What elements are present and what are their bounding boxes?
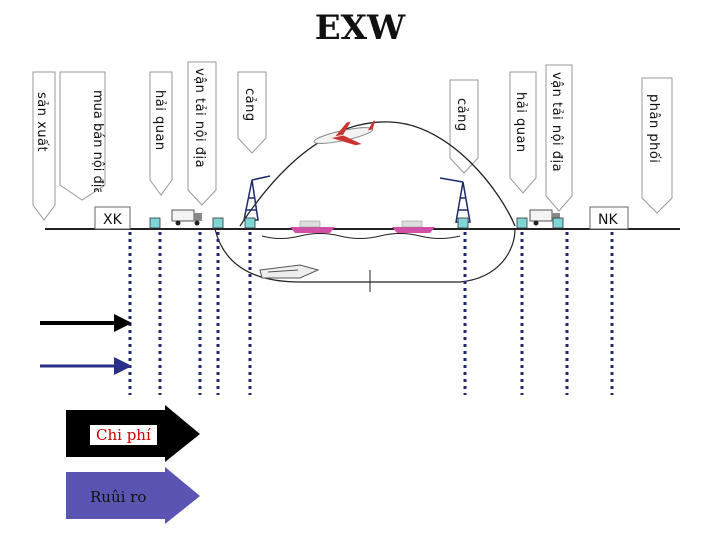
flag-label: mua bán nội địa bbox=[90, 90, 105, 192]
stage-dividers bbox=[128, 232, 614, 395]
flag-van-tai-noi-dia-right: vận tải nội địa bbox=[545, 64, 573, 212]
page-title: EXW bbox=[314, 8, 406, 48]
flag-san-xuat: sản xuất bbox=[32, 71, 56, 221]
air-route bbox=[239, 121, 516, 227]
flag-hai-quan-left: hải quan bbox=[149, 71, 173, 196]
flag-label: cảng bbox=[242, 88, 257, 122]
cost-legend-label: Chi phí bbox=[90, 425, 157, 445]
export-box bbox=[94, 206, 131, 230]
flag-cang-right: cảng bbox=[449, 79, 479, 174]
flag-van-tai-noi-dia-left: vận tải nội địa bbox=[187, 61, 217, 206]
risk-transfer-arrow bbox=[40, 357, 132, 375]
crane-icon bbox=[439, 177, 471, 223]
flag-label: phân phối bbox=[646, 94, 661, 163]
cost-legend: Chi phí bbox=[66, 409, 157, 461]
rail-route bbox=[214, 228, 516, 283]
flag-label-wrap: mua bán nội địa bbox=[90, 90, 105, 192]
ship-icon bbox=[392, 220, 435, 233]
risk-legend: Ruûi ro bbox=[66, 471, 146, 523]
export-label: XK bbox=[103, 212, 123, 228]
train-icon bbox=[259, 264, 320, 279]
flag-phan-phoi: phân phối bbox=[641, 77, 673, 214]
import-label: NK bbox=[598, 212, 618, 228]
flag-label: hải quan bbox=[152, 90, 167, 151]
sea-route bbox=[261, 233, 461, 239]
flag-label: vận tải nội địa bbox=[192, 68, 207, 168]
flag-label: sản xuất bbox=[34, 92, 49, 152]
flag-hai-quan-right: hải quan bbox=[509, 71, 537, 194]
airplane-icon bbox=[313, 120, 376, 146]
warehouse-icon bbox=[149, 217, 564, 229]
ship-icon bbox=[290, 220, 335, 233]
flag-mua-ban-noi-dia: mua bán nội địa bbox=[59, 71, 106, 201]
flag-cang-left: cảng bbox=[237, 71, 267, 154]
cost-transfer-arrow bbox=[40, 314, 132, 332]
flag-label: vận tải nội địa bbox=[549, 72, 564, 172]
flag-label: cảng bbox=[454, 98, 469, 132]
flag-label: hải quan bbox=[513, 92, 528, 153]
import-box bbox=[589, 206, 629, 230]
risk-legend-shape bbox=[66, 467, 200, 524]
truck-icon bbox=[171, 209, 202, 226]
risk-legend-label: Ruûi ro bbox=[90, 488, 147, 506]
